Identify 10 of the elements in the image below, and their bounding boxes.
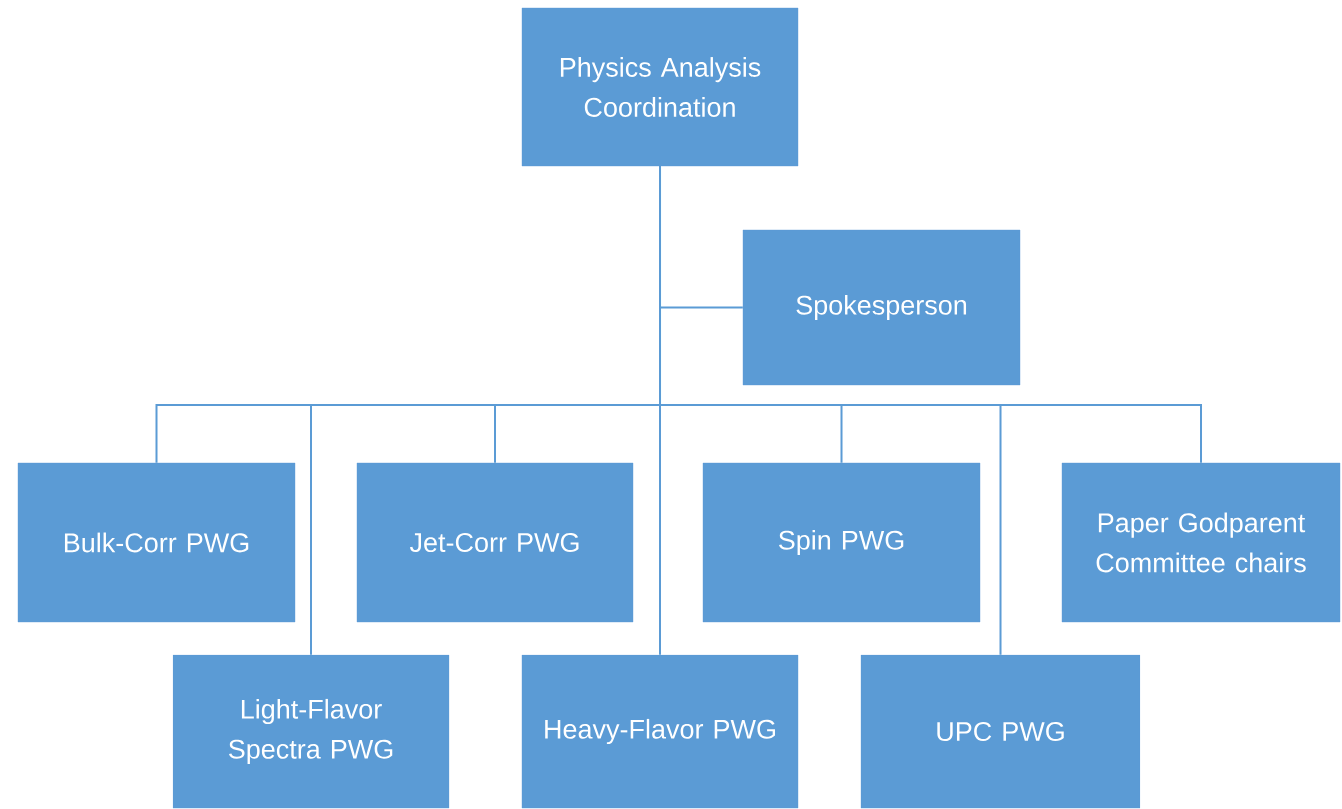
process-box: Jet-Corr PWG (356, 462, 634, 623)
process-box: Heavy-Flavor PWG (521, 654, 799, 809)
process-box: Bulk-Corr PWG (17, 462, 296, 623)
process-box: Physics Analysis Coordination (521, 7, 799, 167)
process-box: UPC PWG (860, 654, 1141, 809)
connector-line (659, 165, 1202, 464)
process-box: Spin PWG (702, 462, 981, 623)
process-box: Spokesperson (742, 229, 1021, 386)
process-box: Paper Godparent Committee chairs (1061, 462, 1341, 623)
process-box: Light-Flavor Spectra PWG (172, 654, 450, 809)
